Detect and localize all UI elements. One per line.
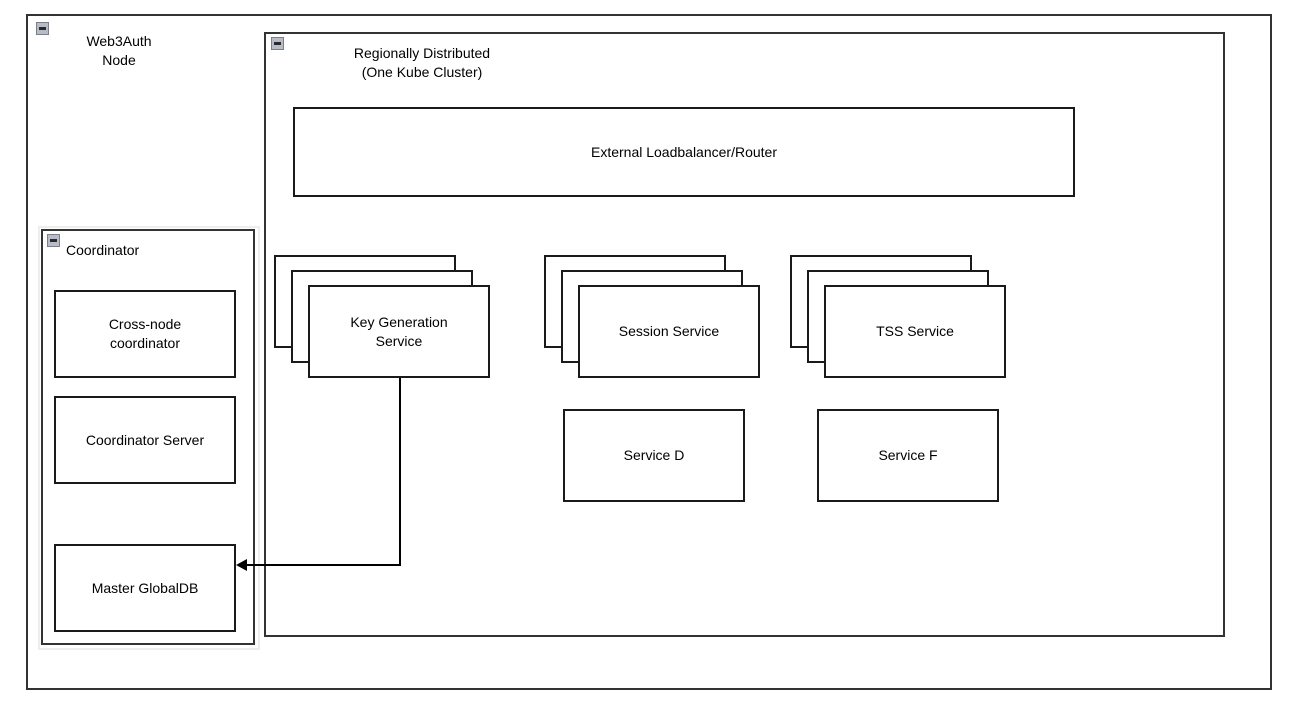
node-service-d-label: Service D [623,447,685,463]
stack-session-service[interactable]: Session Service [544,255,760,378]
connector-keygen-to-globaldb-vertical [399,378,401,566]
node-tss-service-label: TSS Service [876,323,954,339]
left-arrow-head-globaldb [236,559,247,571]
connector-keygen-to-globaldb-horizontal [247,564,401,566]
node-service-f[interactable]: Service F [817,409,999,502]
node-service-f-label: Service F [878,447,938,463]
collapse-minus-icon-kube-cluster[interactable] [271,37,284,50]
node-session-service-label: Session Service [618,323,720,339]
collapse-minus-icon-coordinator[interactable] [47,234,60,247]
node-coordinator-server-label: Coordinator Server [85,431,205,448]
node-service-d[interactable]: Service D [563,409,745,502]
node-master-globaldb[interactable]: Master GlobalDB [54,544,236,632]
stack-tss-service[interactable]: TSS Service [790,255,1006,378]
node-external-loadbalancer-router[interactable]: External Loadbalancer/Router [293,107,1075,197]
node-cross-node-coordinator[interactable]: Cross-node coordinator [54,290,236,378]
node-tss-service[interactable]: TSS Service [824,285,1006,378]
node-external-loadbalancer-router-label: External Loadbalancer/Router [590,143,777,160]
node-session-service[interactable]: Session Service [578,285,760,378]
stack-key-generation-service[interactable]: Key Generation Service [274,255,490,378]
node-coordinator-server[interactable]: Coordinator Server [54,396,236,484]
collapse-minus-icon-web3auth-node[interactable] [36,22,49,35]
node-cross-node-coordinator-label: Cross-node coordinator [108,316,182,351]
node-master-globaldb-label: Master GlobalDB [91,579,199,596]
node-key-generation-service-label: Key Generation Service [350,313,448,349]
node-key-generation-service[interactable]: Key Generation Service [308,285,490,378]
